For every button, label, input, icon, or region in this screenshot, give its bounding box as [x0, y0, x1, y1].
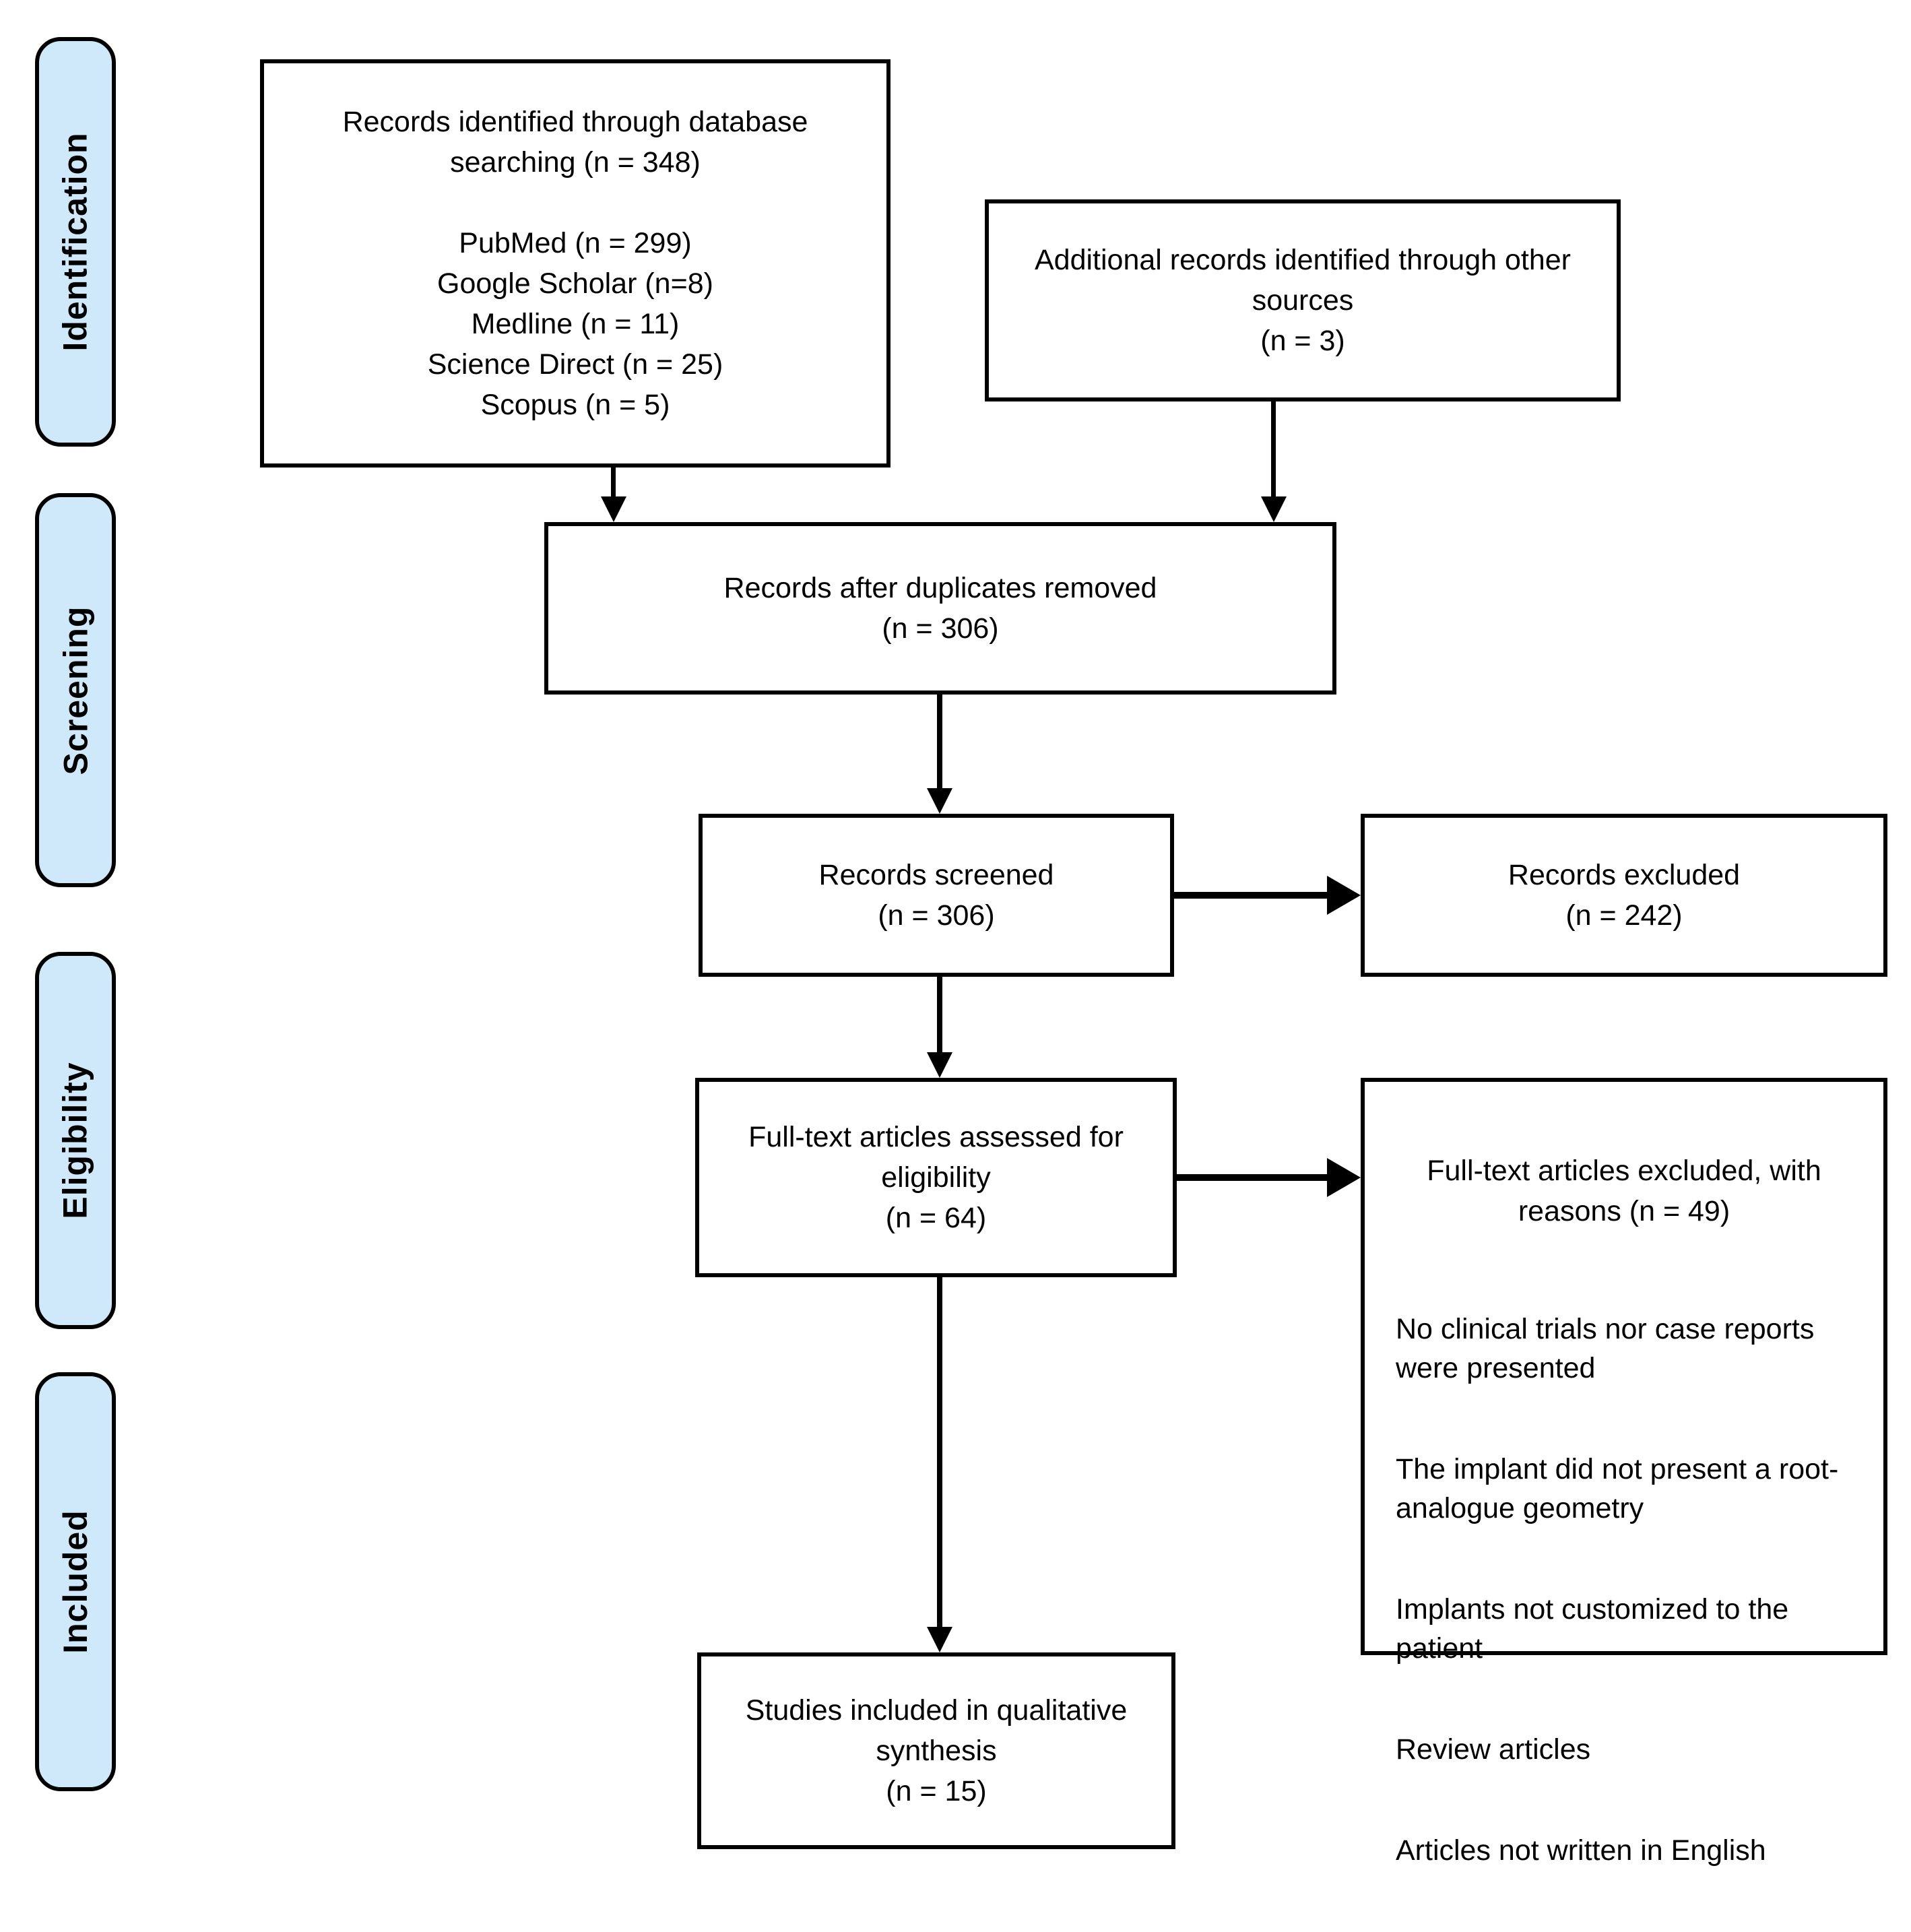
arrowhead-duplicates-to-screened — [927, 788, 952, 814]
box-additional-records: Additional records identified through ot… — [985, 199, 1621, 401]
exclusion-reason: Implants not customized to the patient — [1396, 1593, 1789, 1665]
exclusion-reason: Articles not written in English — [1396, 1834, 1766, 1867]
arrow-screened-to-fulltext — [937, 977, 942, 1054]
arrow-identified-to-duplicates — [611, 468, 616, 499]
exclusion-reason: Review articles — [1396, 1733, 1591, 1766]
stage-eligibility-label: Eligibility — [57, 1062, 94, 1219]
stage-included-label: Included — [57, 1510, 95, 1654]
box-studies-included: Studies included in qualitative synthesi… — [697, 1652, 1175, 1849]
fulltext-excluded-title: Full-text articles excluded, with reason… — [1427, 1155, 1821, 1227]
stage-identification-label: Identification — [57, 132, 95, 352]
arrow-additional-to-duplicates — [1271, 401, 1276, 499]
arrowhead-additional-to-duplicates — [1261, 496, 1287, 522]
stage-identification: Identification — [35, 37, 116, 447]
arrowhead-fulltext-to-included — [927, 1627, 952, 1652]
stage-eligibility: Eligibility — [35, 952, 116, 1329]
exclusion-reason: No clinical trials nor case reports were… — [1396, 1313, 1815, 1384]
box-records-screened: Records screened (n = 306) — [699, 814, 1174, 977]
arrowhead-screened-to-fulltext — [927, 1052, 952, 1078]
stage-screening: Screening — [35, 493, 116, 887]
box-fulltext-excluded: Full-text articles excluded, with reason… — [1361, 1078, 1887, 1867]
exclusion-reason: The implant did not present a root- anal… — [1396, 1453, 1839, 1524]
arrow-duplicates-to-screened — [937, 695, 942, 790]
arrow-fulltext-to-excluded — [1177, 1174, 1329, 1181]
arrowhead-fulltext-to-excluded — [1327, 1158, 1361, 1197]
box-fulltext-assessed: Full-text articles assessed for eligibil… — [695, 1078, 1177, 1277]
stage-screening-label: Screening — [57, 606, 94, 775]
arrowhead-identified-to-duplicates — [601, 496, 626, 522]
stage-included: Included — [35, 1372, 116, 1791]
arrow-fulltext-to-included — [937, 1277, 942, 1628]
box-records-excluded: Records excluded (n = 242) — [1361, 814, 1887, 977]
box-duplicates-removed: Records after duplicates removed (n = 30… — [544, 522, 1336, 695]
arrowhead-screened-to-excluded — [1327, 876, 1361, 915]
box-records-identified: Records identified through database sear… — [260, 59, 890, 468]
prisma-flow-diagram: Identification Screening Eligibility Inc… — [35, 37, 1887, 1867]
arrow-screened-to-excluded — [1174, 892, 1329, 899]
